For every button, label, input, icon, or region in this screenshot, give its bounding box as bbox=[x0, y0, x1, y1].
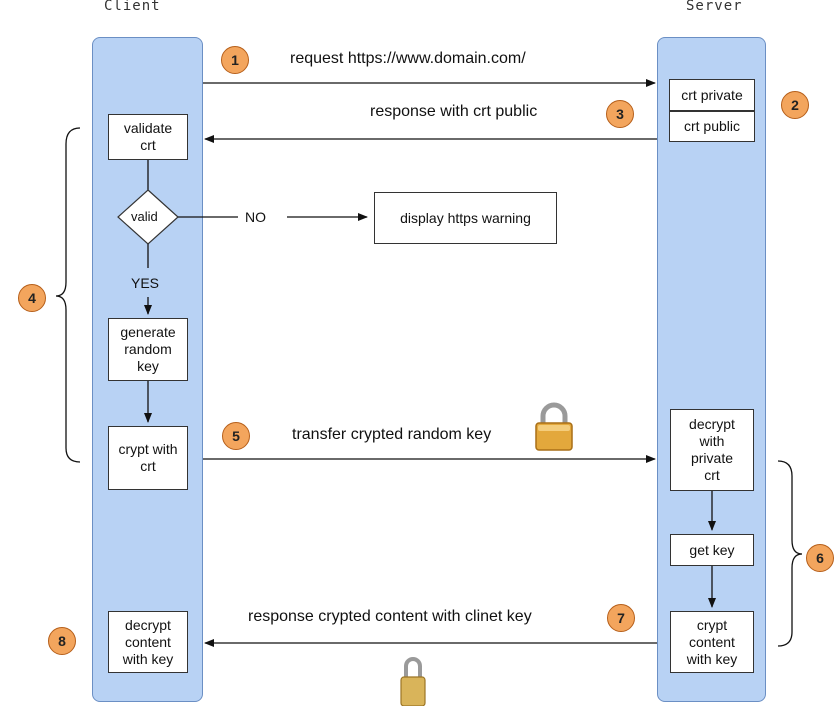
step-badge-8: 8 bbox=[48, 627, 76, 655]
generate-random-key-box: generate random key bbox=[108, 318, 188, 381]
transfer-key-label: transfer crypted random key bbox=[292, 426, 492, 443]
no-label: NO bbox=[245, 209, 266, 225]
step-badge-6: 6 bbox=[806, 544, 834, 572]
response-content-label: response crypted content with clinet key bbox=[248, 608, 532, 625]
brace-step-6 bbox=[777, 460, 803, 647]
brace-step-4 bbox=[55, 127, 81, 463]
step-badge-2: 2 bbox=[781, 91, 809, 119]
step-badge-4: 4 bbox=[18, 284, 46, 312]
step-badge-1: 1 bbox=[221, 46, 249, 74]
server-title: Server bbox=[686, 0, 743, 14]
crt-public-box: crt public bbox=[669, 111, 755, 142]
step-badge-3: 3 bbox=[606, 100, 634, 128]
client-title: Client bbox=[104, 0, 161, 14]
valid-label: valid bbox=[131, 209, 158, 224]
decrypt-content-box: decrypt content with key bbox=[108, 611, 188, 673]
step-badge-5: 5 bbox=[222, 422, 250, 450]
response-crt-label: response with crt public bbox=[370, 103, 538, 120]
validate-crt-box: validate crt bbox=[108, 114, 188, 160]
lock-icon bbox=[532, 402, 576, 457]
yes-label: YES bbox=[131, 275, 160, 291]
https-warning-box: display https warning bbox=[374, 192, 557, 244]
decrypt-private-crt-box: decrypt with private crt bbox=[670, 409, 754, 491]
crt-private-box: crt private bbox=[669, 79, 755, 111]
step-badge-7: 7 bbox=[607, 604, 635, 632]
lock-icon bbox=[398, 654, 428, 711]
crypt-content-box: crypt content with key bbox=[670, 611, 754, 673]
get-key-box: get key bbox=[670, 534, 754, 566]
request-label: request https://www.domain.com/ bbox=[290, 50, 526, 67]
crypt-with-crt-box: crypt with crt bbox=[108, 426, 188, 490]
